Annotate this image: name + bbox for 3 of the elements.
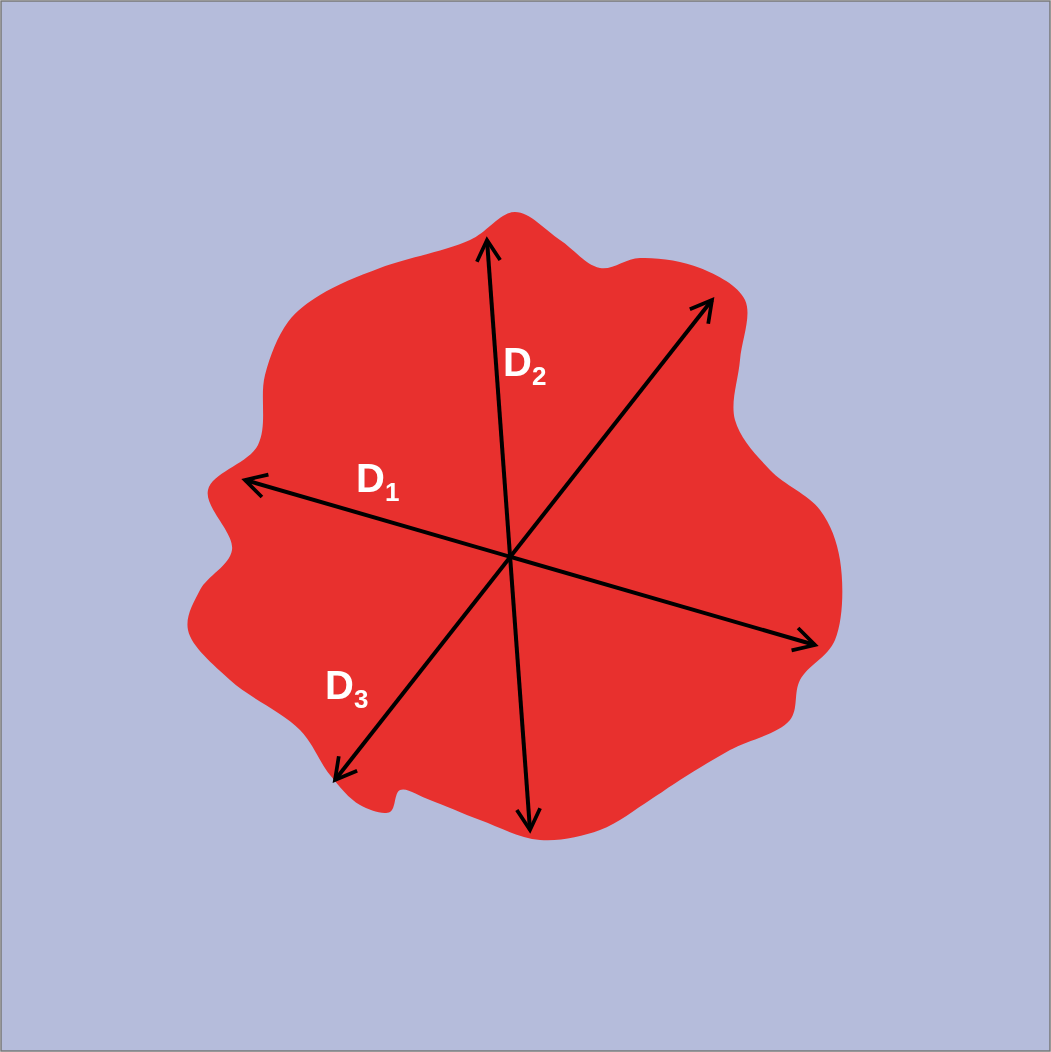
dimension-label: D$_{2}$ <box>503 342 547 389</box>
dimension-label: D$_{1}$ <box>356 458 400 505</box>
dimension-label: D$_{3}$ <box>325 665 369 712</box>
